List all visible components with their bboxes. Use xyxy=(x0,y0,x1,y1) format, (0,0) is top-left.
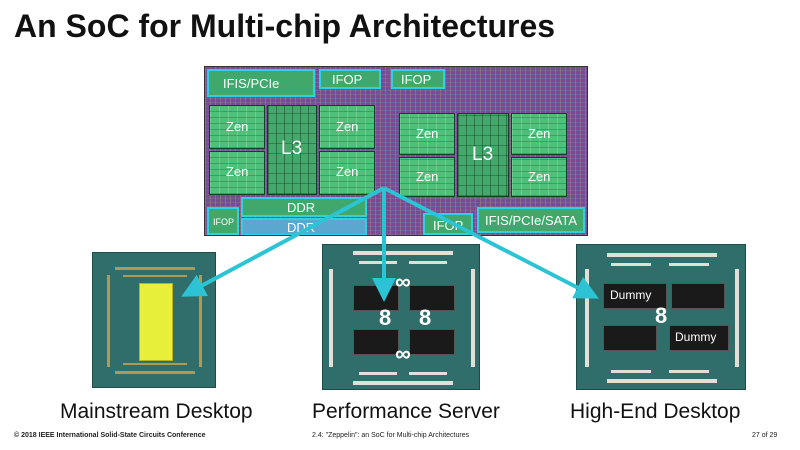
ccx-right-core-br: Zen xyxy=(511,157,567,197)
package-performance-server: ∞ 8 8 ∞ xyxy=(322,244,480,390)
zen-label-tl: Zen xyxy=(226,119,249,134)
infinity-link-bottom: ∞ xyxy=(395,341,411,366)
server-die-br xyxy=(409,329,455,355)
pad-array-mainstream xyxy=(107,267,202,374)
arrow-to-mainstream xyxy=(181,186,385,297)
zen2-label-tr: Zen xyxy=(528,126,551,141)
zen2-label-bl: Zen xyxy=(416,169,439,184)
ifop-block-1: IFOP xyxy=(319,69,381,89)
ccx-right-core-bl: Zen xyxy=(399,157,455,197)
yellow-die-chip xyxy=(139,283,173,361)
infinity-link-hedt: 8 xyxy=(655,303,668,328)
zen2-label-tl: Zen xyxy=(416,126,439,141)
ccx-left-core-br: Zen xyxy=(319,151,375,195)
server-die-bl xyxy=(353,329,399,355)
ifis-pcie-block: IFIS/PCIe xyxy=(207,69,315,97)
l3-label-right: L3 xyxy=(472,144,494,165)
caption-high-end-desktop: High-End Desktop xyxy=(570,400,741,423)
ccx-right-core-tr: Zen xyxy=(511,113,567,155)
infinity-link-top: ∞ xyxy=(395,269,411,294)
package-high-end-desktop: Dummy Dummy 8 xyxy=(576,244,746,390)
slide-title: An SoC for Multi-chip Architectures xyxy=(14,8,556,44)
zen2-label-br: Zen xyxy=(528,169,551,184)
pad-array-hedt xyxy=(585,253,739,383)
ifop-bottom-block: IFOP xyxy=(423,213,473,235)
footer-page-number: 27 of 29 xyxy=(752,432,778,439)
dummy-label-br: Dummy xyxy=(675,330,717,344)
footer-copyright: © 2018 IEEE International Solid-State Ci… xyxy=(14,432,206,439)
hedt-dummy-die-tl: Dummy xyxy=(603,283,667,309)
ifis-pcie-sata-block: IFIS/PCIe/SATA xyxy=(477,207,585,233)
ifop-small-block: IFOP xyxy=(207,207,239,235)
ccx-left-core-bl: Zen xyxy=(209,151,265,195)
infinity-link-left: 8 xyxy=(379,305,392,330)
ccx-left-core-tr: Zen xyxy=(319,105,375,149)
zen-label-tr: Zen xyxy=(336,119,359,134)
die-shot: IFIS/PCIe IFOP IFOP Zen Zen L3 Zen Zen Z… xyxy=(204,66,588,236)
package-mainstream-desktop xyxy=(92,252,216,388)
footer-session: 2.4: "Zeppelin": an SoC for Multi-chip A… xyxy=(312,432,470,439)
ddr-label-2: DDR xyxy=(287,220,316,235)
ifop-label-1: IFOP xyxy=(332,72,363,87)
ifop-label-2: IFOP xyxy=(401,72,432,87)
infinity-link-right: 8 xyxy=(419,305,432,330)
hedt-die-tr xyxy=(671,283,725,309)
ccx-left-core-tl: Zen xyxy=(209,105,265,149)
dummy-label-tl: Dummy xyxy=(610,288,652,302)
ddr-block-2: DDR xyxy=(241,218,367,235)
arrow-to-hedt xyxy=(383,186,599,299)
l3-label-left: L3 xyxy=(281,138,303,159)
zen-label-bl: Zen xyxy=(226,164,249,179)
l3-left: L3 xyxy=(267,105,317,195)
ddr-label-1: DDR xyxy=(287,200,316,215)
ifop-small-label: IFOP xyxy=(213,217,235,227)
pad-array-server xyxy=(329,251,475,385)
ifop-block-2: IFOP xyxy=(391,69,445,89)
caption-mainstream-desktop: Mainstream Desktop xyxy=(60,400,253,423)
l3-right: L3 xyxy=(457,113,509,197)
server-die-tr xyxy=(409,285,455,311)
ifis-pcie-label: IFIS/PCIe xyxy=(223,76,280,91)
hedt-die-bl xyxy=(603,325,657,351)
ifop-bottom-label: IFOP xyxy=(433,218,464,233)
ccx-right-core-tl: Zen xyxy=(399,113,455,155)
zen-label-br: Zen xyxy=(336,164,359,179)
caption-performance-server: Performance Server xyxy=(312,400,500,423)
ifis-pcie-sata-label: IFIS/PCIe/SATA xyxy=(485,213,577,228)
hedt-dummy-die-br: Dummy xyxy=(669,325,729,351)
